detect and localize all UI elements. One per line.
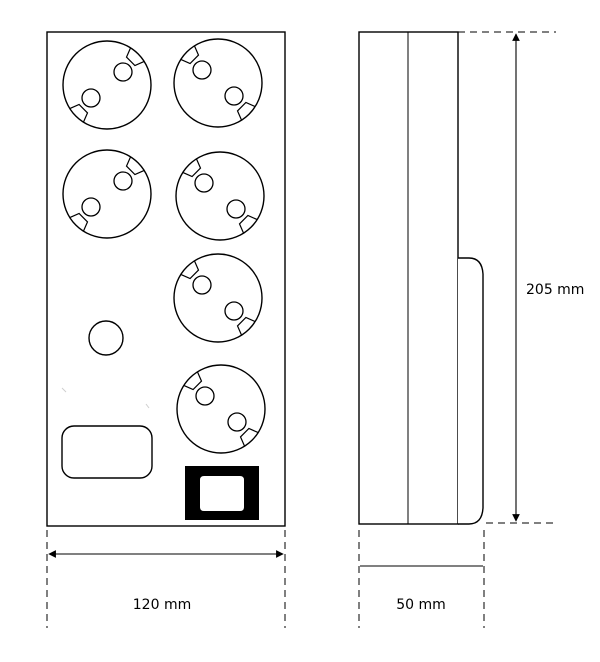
socket-face: [62, 149, 152, 239]
socket-pin-hole: [226, 199, 246, 219]
indicator-light: [88, 320, 124, 356]
socket-earth-clip: [180, 45, 200, 65]
faint-marks: [61, 387, 150, 409]
socket-earth-clip: [182, 158, 202, 178]
socket-earth-clip: [69, 103, 89, 123]
socket-earth-clip: [125, 156, 145, 176]
socket-face: [173, 38, 263, 128]
socket: [175, 151, 265, 241]
power-switch: [61, 425, 153, 479]
socket-pin-hole: [195, 386, 215, 406]
socket-pin-hole: [81, 88, 101, 108]
socket-earth-clip: [236, 316, 256, 336]
socket: [176, 364, 266, 454]
socket-pin-hole: [113, 62, 133, 82]
socket-pin-hole: [192, 275, 212, 295]
socket-pin-hole: [194, 173, 214, 193]
height-label: 205 mm: [526, 282, 584, 298]
socket-pin-hole: [192, 60, 212, 80]
socket-earth-clip: [180, 260, 200, 280]
socket-earth-clip: [239, 427, 259, 447]
socket-face: [175, 151, 265, 241]
side-bulge: [458, 257, 484, 525]
socket-earth-clip: [69, 212, 89, 232]
power-inlet: [185, 466, 259, 520]
socket-face: [173, 253, 263, 343]
socket-pin-hole: [224, 301, 244, 321]
dimension-lines: [46, 31, 556, 628]
socket-pin-hole: [224, 86, 244, 106]
socket: [62, 149, 152, 239]
depth-label: 50 mm: [396, 597, 446, 613]
socket-face: [176, 364, 266, 454]
socket-earth-clip: [236, 101, 256, 121]
socket-pin-hole: [227, 412, 247, 432]
socket-pin-hole: [81, 197, 101, 217]
socket-group: [62, 38, 266, 454]
socket-face: [62, 40, 152, 130]
side-view: [358, 31, 484, 525]
socket-earth-clip: [183, 371, 203, 391]
socket-earth-clip: [238, 214, 258, 234]
dimension-labels: 120 mm 50 mm 205 mm: [133, 282, 585, 613]
socket: [173, 253, 263, 343]
front-view: [46, 31, 286, 527]
socket-earth-clip: [125, 47, 145, 67]
socket-pin-hole: [113, 171, 133, 191]
width-label: 120 mm: [133, 597, 191, 613]
socket: [62, 40, 152, 130]
socket: [173, 38, 263, 128]
